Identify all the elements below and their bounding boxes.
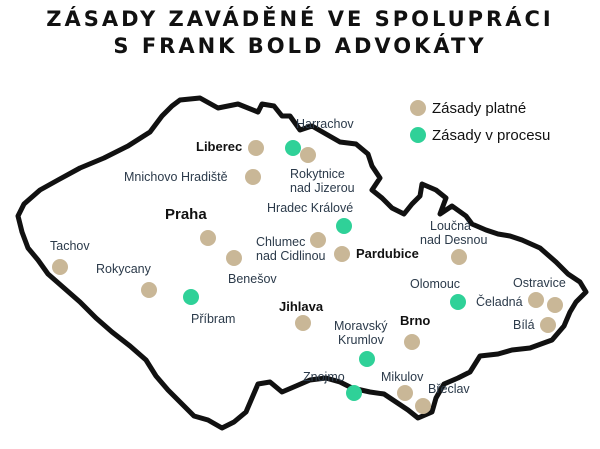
city-olomouc: Olomouc xyxy=(410,277,466,310)
city-celadna: Čeladná xyxy=(476,294,563,313)
city-bila-dot xyxy=(540,317,556,333)
city-znojmo-label: Znojmo xyxy=(303,370,345,384)
city-pribram-dot xyxy=(183,289,199,305)
city-praha-label: Praha xyxy=(165,206,207,223)
city-rokytnice-dot xyxy=(300,147,316,163)
city-celadna-label: Čeladná xyxy=(476,294,523,309)
city-pribram-label: Příbram xyxy=(191,312,235,326)
city-ostravice: Ostravice xyxy=(513,276,566,308)
city-chlumec-label-1: Chlumec xyxy=(256,235,305,249)
city-mikulov: Mikulov xyxy=(381,370,424,401)
city-breclav-label: Břeclav xyxy=(428,382,470,396)
city-rokytnice-label-2: nad Jizerou xyxy=(290,181,355,195)
city-loucna-label-2: nad Desnou xyxy=(420,233,487,247)
city-benesov: Benešov xyxy=(226,250,277,286)
city-pardubice-label: Pardubice xyxy=(356,246,419,261)
city-loucna: Loučná nad Desnou xyxy=(420,219,487,265)
city-jihlava-label: Jihlava xyxy=(279,299,324,314)
city-harrachov-label: Harrachov xyxy=(296,117,354,131)
city-rokycany-dot xyxy=(141,282,157,298)
country-border xyxy=(15,95,589,431)
city-znojmo: Znojmo xyxy=(303,370,362,401)
city-ostravice-dot xyxy=(528,292,544,308)
city-jihlava-dot xyxy=(295,315,311,331)
city-loucna-label-1: Loučná xyxy=(430,219,471,233)
city-tachov-label: Tachov xyxy=(50,239,90,253)
city-moravsky-krumlov: Moravský Krumlov xyxy=(334,319,388,367)
legend-platne-swatch xyxy=(410,100,426,116)
legend-procesu-swatch xyxy=(410,127,426,143)
city-chlumec-dot xyxy=(310,232,326,248)
city-mnichovo-dot xyxy=(245,169,261,185)
city-hradec-kralove: Hradec Králové xyxy=(267,201,353,234)
city-praha-dot xyxy=(200,230,216,246)
legend: Zásady platné Zásady v procesu xyxy=(410,100,550,144)
city-loucna-dot xyxy=(451,249,467,265)
city-harrachov: Harrachov xyxy=(285,117,354,156)
city-pardubice-dot xyxy=(334,246,350,262)
city-brno-label: Brno xyxy=(400,313,430,328)
city-jihlava: Jihlava xyxy=(279,299,324,331)
city-mikulov-dot xyxy=(397,385,413,401)
city-znojmo-dot xyxy=(346,385,362,401)
city-olomouc-label: Olomouc xyxy=(410,277,460,291)
city-bila-label: Bílá xyxy=(513,318,535,332)
city-rokytnice-label-1: Rokytnice xyxy=(290,167,345,181)
city-moravsky-label-1: Moravský xyxy=(334,319,388,333)
city-hradec-label: Hradec Králové xyxy=(267,201,353,215)
city-chlumec-label-2: nad Cidlinou xyxy=(256,249,326,263)
city-liberec-dot xyxy=(248,140,264,156)
city-tachov: Tachov xyxy=(50,239,90,275)
city-ostravice-label: Ostravice xyxy=(513,276,566,290)
city-rokycany-label: Rokycany xyxy=(96,262,152,276)
city-moravsky-dot xyxy=(359,351,375,367)
city-chlumec: Chlumec nad Cidlinou xyxy=(256,232,326,263)
city-bila: Bílá xyxy=(513,317,556,333)
city-mikulov-label: Mikulov xyxy=(381,370,424,384)
city-brno: Brno xyxy=(400,313,430,350)
city-rokytnice: Rokytnice nad Jizerou xyxy=(290,147,355,195)
city-hradec-dot xyxy=(336,218,352,234)
legend-procesu-label: Zásady v procesu xyxy=(432,127,550,144)
city-harrachov-dot xyxy=(285,140,301,156)
city-benesov-dot xyxy=(226,250,242,266)
city-mnichovo-label: Mnichovo Hradiště xyxy=(124,170,228,184)
city-breclav: Břeclav xyxy=(415,382,470,414)
city-liberec: Liberec xyxy=(196,139,264,156)
city-tachov-dot xyxy=(52,259,68,275)
city-mnichovo-hradiste: Mnichovo Hradiště xyxy=(124,169,261,185)
city-olomouc-dot xyxy=(450,294,466,310)
city-liberec-label: Liberec xyxy=(196,139,242,154)
map-title-line-1: ZÁSADY ZAVÁDĚNÉ VE SPOLUPRÁCI xyxy=(46,7,554,31)
legend-platne-label: Zásady platné xyxy=(432,100,526,117)
city-praha: Praha xyxy=(165,206,216,246)
map-title-line-2: S FRANK BOLD ADVOKÁTY xyxy=(113,34,487,58)
city-rokycany: Rokycany xyxy=(96,262,157,298)
city-brno-dot xyxy=(404,334,420,350)
city-celadna-dot xyxy=(547,297,563,313)
city-benesov-label: Benešov xyxy=(228,272,277,286)
city-moravsky-label-2: Krumlov xyxy=(338,333,385,347)
city-pardubice: Pardubice xyxy=(334,246,419,262)
city-breclav-dot xyxy=(415,398,431,414)
city-pribram: Příbram xyxy=(183,289,235,326)
